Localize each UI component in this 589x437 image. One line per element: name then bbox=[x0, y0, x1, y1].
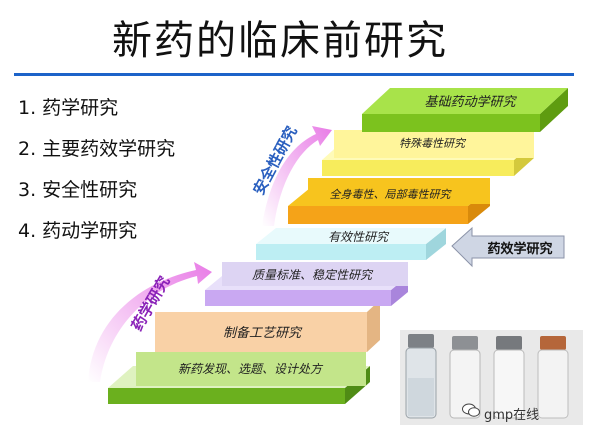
efficacy-side-label: 药效学研究 bbox=[487, 241, 552, 257]
step-quality: 质量标准、稳定性研究 bbox=[205, 262, 408, 306]
step-special-toxicity: 特殊毒性研究 bbox=[322, 130, 534, 176]
list-item-safety: 3. 安全性研究 bbox=[18, 179, 138, 201]
vial-white-1 bbox=[449, 336, 481, 419]
step-pharmacokinetics: 基础药动学研究 bbox=[362, 88, 568, 132]
safety-arrow bbox=[262, 126, 332, 226]
step-toxicity: 全身毒性、局部毒性研究 bbox=[288, 178, 490, 224]
vials-photo bbox=[400, 330, 583, 425]
step-discovery-label: 新药发现、选题、设计处方 bbox=[178, 362, 324, 376]
list-item-pharmacy: 1. 药学研究 bbox=[18, 97, 119, 119]
step-efficacy: 有效性研究 bbox=[256, 228, 446, 260]
step-quality-label: 质量标准、稳定性研究 bbox=[252, 268, 374, 282]
research-list: 1. 药学研究 2. 主要药效学研究 3. 安全性研究 4. 药动学研究 bbox=[18, 88, 175, 252]
step-efficacy-label: 有效性研究 bbox=[328, 230, 390, 244]
step-special-toxicity-label: 特殊毒性研究 bbox=[399, 137, 467, 150]
list-item-pharmacokinetics: 4. 药动学研究 bbox=[18, 220, 138, 242]
efficacy-arrow-box: 药效学研究 bbox=[451, 226, 565, 268]
step-toxicity-label: 全身毒性、局部毒性研究 bbox=[330, 188, 453, 201]
wechat-icon bbox=[462, 402, 480, 417]
watermark-text: gmp在线 bbox=[484, 408, 540, 423]
vial-clear bbox=[405, 334, 437, 419]
pharmacy-arrow bbox=[88, 262, 212, 382]
step-pharmacokinetics-label: 基础药动学研究 bbox=[424, 94, 517, 110]
step-process: 制备工艺研究 bbox=[155, 300, 380, 352]
step-discovery: 新药发现、选题、设计处方 bbox=[108, 352, 370, 404]
vials-image bbox=[400, 330, 583, 425]
title-underline bbox=[14, 73, 574, 76]
vial-white-2 bbox=[493, 336, 525, 419]
page-title: 新药的临床前研究 bbox=[112, 18, 448, 64]
step-process-label: 制备工艺研究 bbox=[223, 325, 303, 341]
list-item-pharmacodynamics: 2. 主要药效学研究 bbox=[18, 138, 176, 160]
vial-copper bbox=[537, 336, 569, 419]
